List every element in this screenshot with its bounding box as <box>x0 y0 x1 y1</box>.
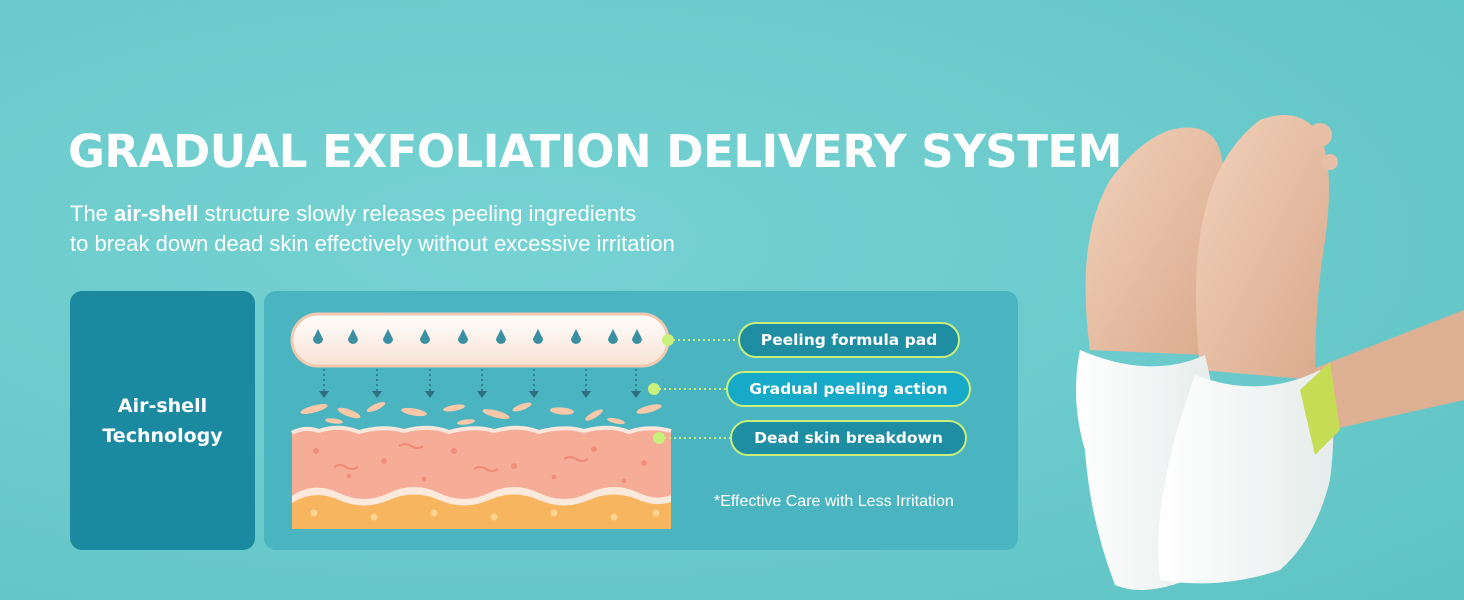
skin-layers <box>290 425 672 529</box>
connector-lines <box>648 334 738 444</box>
skin-layer-diagram <box>290 312 738 529</box>
sock-tag <box>1300 362 1340 455</box>
subtitle: The air-shell structure slowly releases … <box>70 199 675 259</box>
technology-label: Air-shell Technology <box>102 394 223 447</box>
droplet-icons <box>313 329 642 344</box>
footnote: *Effective Care with Less Irritation <box>714 493 954 510</box>
air-shell-highlight: air-shell <box>114 201 199 226</box>
label-gradual-peeling-action: Gradual peeling action <box>726 371 971 407</box>
release-arrows <box>319 369 641 398</box>
diagram-panel: Peeling formula pad Gradual peeling acti… <box>264 291 1018 550</box>
air-shell-technology-box: Air-shell Technology <box>70 291 255 550</box>
peeling-socks <box>1076 350 1340 590</box>
right-foot <box>1196 115 1338 380</box>
feet-photo <box>1076 115 1464 590</box>
subtitle-line-1: The air-shell structure slowly releases … <box>70 201 637 226</box>
subtitle-line-2: to break down dead skin effectively with… <box>70 231 675 256</box>
label-dead-skin-breakdown: Dead skin breakdown <box>730 420 967 456</box>
dead-skin-flakes <box>300 401 662 425</box>
legs <box>1310 310 1464 430</box>
label-peeling-formula-pad: Peeling formula pad <box>738 322 960 358</box>
peeling-pad <box>290 312 670 368</box>
left-foot <box>1085 127 1224 355</box>
page-title: GRADUAL EXFOLIATION DELIVERY SYSTEM <box>68 125 1122 178</box>
